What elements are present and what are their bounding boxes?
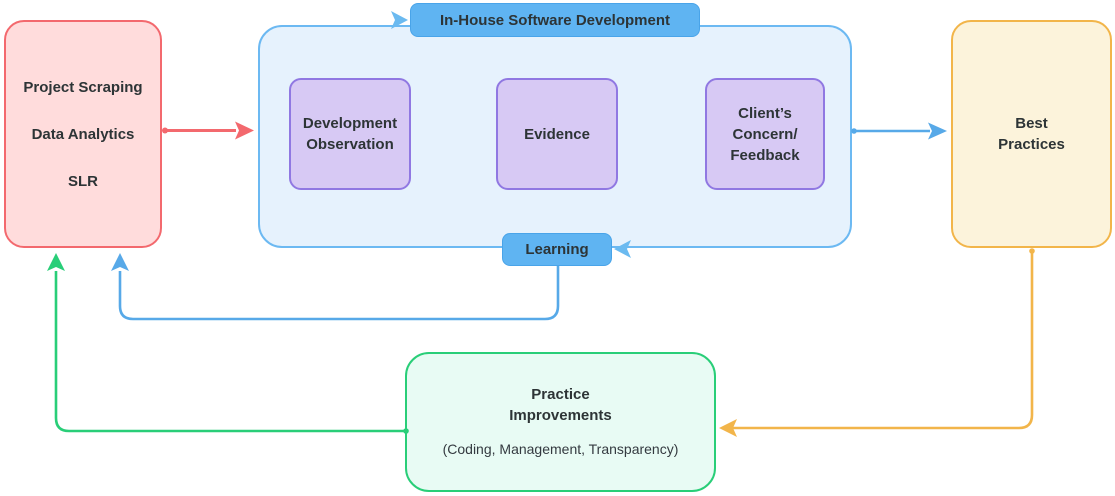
red-arrow-start-nub <box>162 127 168 134</box>
yellow-arrowhead-icon <box>719 419 737 437</box>
learning-loop-arrowhead-icon <box>111 253 129 271</box>
connector-best-practices-to-improvements <box>719 248 1035 437</box>
source-line-slr: SLR <box>68 172 98 190</box>
arrow-source-to-container <box>162 121 254 140</box>
yellow-line <box>731 252 1034 430</box>
connector-learning-to-source <box>111 253 560 321</box>
green-line <box>54 271 405 433</box>
blue-arrow-start-nub <box>851 128 857 134</box>
arrow-container-to-best-practices <box>851 122 947 140</box>
green-arrowhead-icon <box>47 253 65 271</box>
source-line-data-analytics: Data Analytics <box>31 125 135 143</box>
node-practice-improvements: Practice Improvements (Coding, Managemen… <box>405 352 716 492</box>
connector-improvements-to-source <box>47 253 409 434</box>
improvements-subtitle: (Coding, Management, Transparency) <box>442 441 679 457</box>
red-arrowhead-icon <box>235 121 254 140</box>
source-line-project-scraping: Project Scraping <box>23 78 143 96</box>
yellow-line-start-nub <box>1029 248 1035 254</box>
node-development-observation: Development Observation <box>289 78 411 190</box>
node-learning: Learning <box>502 233 612 266</box>
blue-arrowhead-icon <box>928 122 947 140</box>
container-title-in-house-software-development: In-House Software Development <box>410 3 700 37</box>
node-evidence: Evidence <box>496 78 618 190</box>
node-project-scraping: Project Scraping Data Analytics SLR <box>4 20 162 248</box>
improvements-title: Practice Improvements <box>509 386 612 424</box>
node-best-practices: Best Practices <box>951 20 1112 248</box>
learning-loop-line <box>118 266 560 321</box>
node-clients-concern-feedback: Client’s Concern/ Feedback <box>705 78 825 190</box>
